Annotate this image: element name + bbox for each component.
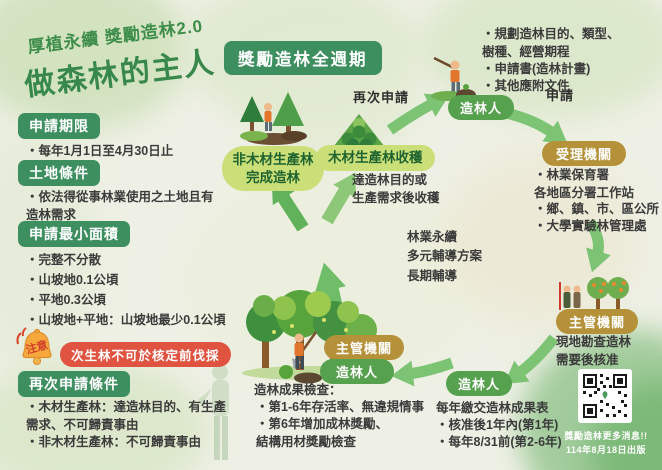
apply-label: 申請	[546, 88, 575, 103]
attention-bell-icon: 注意	[16, 327, 52, 366]
sidebar-heading-deadline: 申請期限	[18, 113, 100, 139]
arrow-to-nontimber	[271, 179, 309, 232]
notice-badge: 次生林不可於核定前伐採	[60, 342, 231, 367]
qr-caption: 獎勵造林更多消息!!	[564, 431, 648, 441]
arrow-reapply	[386, 93, 450, 135]
forester-shovel-icon	[279, 331, 322, 384]
sidebar-bullet: ・平地0.3公頃	[26, 293, 106, 307]
sidebar-bullet: ・非木材生產林：不可歸責事由	[26, 435, 202, 449]
nontimber-pill: 非木材生產林 完成造林	[222, 146, 324, 192]
forester-right-pill: 造林人	[446, 371, 512, 396]
arrow-authority-to-forester	[504, 334, 559, 385]
inspection-bullet: ・第1-6年存活率、無違規情事	[256, 400, 425, 414]
forester-top-bullet: ・規劃造林目的、類型、 樹種、經營期程	[482, 27, 620, 59]
gardener-silhouette	[198, 364, 229, 460]
published-date: 114年8月18日出版	[565, 445, 647, 455]
forester-right-line: 每年繳交造林成果表	[436, 401, 549, 415]
forester-top-bullet: ・申請書(造林計畫)	[482, 62, 591, 76]
forester-top-bullet: ・其他應附文件	[482, 79, 570, 93]
nontimber-line1: 非木材生產林	[232, 152, 314, 167]
inspection-title: 造林成果檢查：	[254, 383, 342, 397]
nontimber-line2: 完成造林	[246, 169, 300, 185]
qr-code	[578, 369, 632, 423]
arrow-forester-to-center	[391, 357, 454, 387]
sustain-note: 林業永續 多元輔導方案 長期輔導	[407, 230, 483, 283]
sidebar-bullet: ・山坡地+平地：山坡地最少0.1公頃	[26, 313, 226, 327]
sidebar-bullet: ・完整不分散	[26, 253, 102, 267]
authority-right-pill: 主管機關	[556, 309, 638, 334]
sidebar-bullet: ・木材生產林：達造林目的、有生產 需求、不可歸責事由	[26, 400, 227, 432]
sidebar-bullet: ・每年1月1日至4月30日止	[26, 144, 174, 158]
sidebar-heading-minarea: 申請最小面積	[18, 221, 130, 247]
authority-center-pill: 主管機關	[324, 335, 404, 360]
cycle-header-badge: 獎勵造林全週期	[224, 41, 382, 75]
accept-agency-pill: 受理機關	[542, 141, 626, 166]
sidebar-heading-land: 土地條件	[18, 160, 100, 186]
sidebar-bullet: ・山坡地0.1公頃	[26, 273, 119, 287]
forester-top-pill: 造林人	[448, 95, 514, 120]
sidebar-bullet: ・依法得從事林業使用之土地且有 造林需求	[26, 190, 214, 222]
survey-scene-icon	[559, 277, 629, 310]
forester-right-line: ・核准後1年內(第1年)	[436, 418, 559, 432]
harvest-note: 達造林目的或 生產需求後收穫	[352, 173, 440, 205]
accept-agency-bullet: ・林業保育署 各地區分署工作站	[534, 168, 635, 200]
reapply-label: 再次申請	[353, 90, 410, 105]
harvest-pill: 木材生產林收穫	[316, 145, 435, 171]
sidebar-heading-reapply: 再次申請條件	[18, 371, 130, 397]
arrow-to-harvest	[321, 172, 356, 225]
forester-right-line: ・每年8/31前(第2-6年)	[436, 435, 562, 449]
accept-agency-bullet: ・鄉、鎮、市、區公所	[534, 202, 660, 216]
arrow-accept-to-authority	[585, 218, 611, 273]
inspection-bullet: ・第6年增加成林獎勵、 結構用材獎勵檢查	[256, 417, 388, 449]
forester-center-pill: 造林人	[320, 359, 394, 384]
authority-right-note: 現地勘查造林 需要後核准	[556, 335, 632, 367]
watercolor-blob	[440, 150, 640, 330]
accept-agency-bullet: ・大學實驗林管理處	[534, 219, 647, 233]
planting-scene-icon	[240, 92, 307, 145]
